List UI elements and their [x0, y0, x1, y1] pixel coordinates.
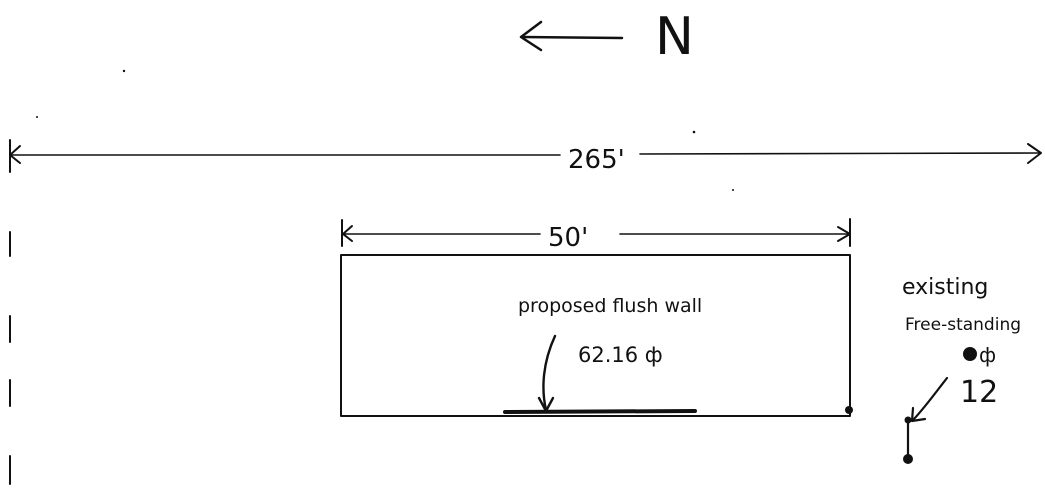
- proposed-wall-annotation: proposed flush wall 62.16 ф: [503, 295, 702, 414]
- existing-label-line1: existing: [902, 275, 988, 300]
- north-label: N: [655, 7, 694, 67]
- scan-speck: [122, 69, 126, 73]
- building-corner-mark: [845, 406, 853, 414]
- existing-sign-top-dot: [904, 416, 912, 424]
- proposed-label-line1: proposed flush wall: [518, 295, 702, 317]
- building-dimension-label: 50': [548, 223, 588, 253]
- overall-dimension-label: 265': [568, 145, 625, 175]
- proposed-label-line2: 62.16 ф: [578, 343, 663, 367]
- building-dimension: 50': [341, 218, 851, 253]
- scan-speck: [36, 116, 38, 118]
- scan-speck: [732, 189, 734, 191]
- existing-label-line4: 12: [960, 375, 998, 410]
- north-arrow: N: [519, 7, 694, 67]
- existing-sign-base-dot: [903, 454, 913, 464]
- existing-leader-line: [912, 376, 949, 421]
- scan-specks: [36, 69, 734, 191]
- existing-label-line3: ф: [979, 343, 996, 367]
- proposed-leader-line: [542, 334, 557, 412]
- building-outline: [340, 254, 851, 417]
- existing-scribble-mark: [963, 347, 977, 361]
- scan-speck: [692, 130, 696, 134]
- existing-label-line2: Free-standing: [905, 315, 1021, 335]
- existing-leader-arrowhead: [910, 406, 927, 423]
- proposed-wall-sign: [503, 409, 697, 414]
- north-arrow-shaft: [520, 35, 624, 40]
- north-arrow-head: [519, 20, 543, 52]
- overall-dimension-line-right: [639, 152, 1041, 155]
- overall-dimension: 265': [9, 139, 1042, 175]
- overall-dimension-right-arrowhead: [1027, 143, 1042, 164]
- existing-sign-annotation: existing Free-standing ф 12: [902, 275, 1021, 464]
